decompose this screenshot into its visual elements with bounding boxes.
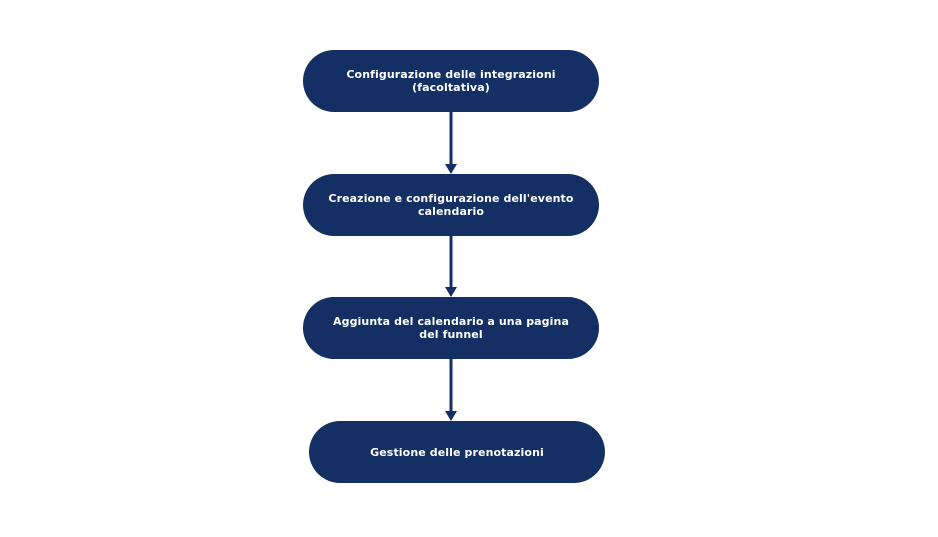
flowchart-node-step-4: Gestione delle prenotazioni [309, 421, 605, 483]
node-label: Gestione delle prenotazioni [370, 445, 544, 459]
flowchart-node-step-1: Configurazione delle integrazioni (facol… [303, 50, 599, 112]
node-label: Configurazione delle integrazioni (facol… [346, 68, 556, 94]
arrowhead-icon [445, 411, 457, 421]
edge-step-1-to-step-2 [445, 112, 457, 174]
flowchart-node-step-2: Creazione e configurazione dell'evento c… [303, 174, 599, 236]
flowchart-node-step-3: Aggiunta del calendario a una pagina del… [303, 297, 599, 359]
edge-step-2-to-step-3 [445, 236, 457, 297]
edge-step-3-to-step-4 [445, 359, 457, 421]
arrowhead-icon [445, 287, 457, 297]
node-label: Aggiunta del calendario a una pagina del… [333, 315, 569, 341]
node-label: Creazione e configurazione dell'evento c… [328, 192, 574, 218]
arrowhead-icon [445, 164, 457, 174]
